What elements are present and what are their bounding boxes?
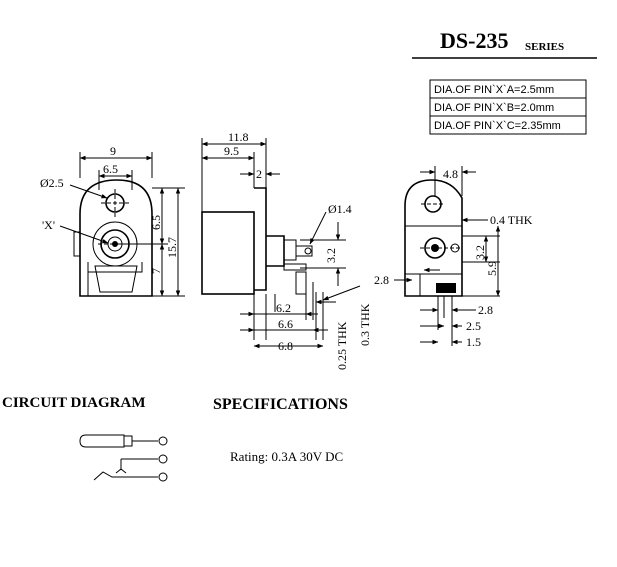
pin-table: DIA.OF PIN`X`A=2.5mm DIA.OF PIN`X`B=2.0m… (429, 79, 587, 135)
pin-table-row: DIA.OF PIN`X`C=2.35mm (434, 120, 561, 132)
dim-4-8: 4.8 (443, 167, 458, 181)
model-title: DS-235 (440, 28, 508, 53)
circuit-symbol (79, 434, 168, 482)
side-view: 11.8 9.5 2 Ø1.4 3.2 6.2 6.6 6.8 0.25 THK… (201, 130, 372, 370)
dim-2-8-left: 2.8 (374, 273, 389, 287)
pin-table-row: DIA.OF PIN`X`A=2.5mm (434, 84, 554, 96)
pin-x-label: 'X' (42, 218, 55, 232)
dim-pin-height: 3.2 (324, 248, 338, 263)
circuit-diagram-heading: CIRCUIT DIAGRAM (2, 395, 145, 411)
specifications-heading: SPECIFICATIONS (213, 396, 348, 413)
front-view: 9 6.5 Ø2.5 'X' 6.5 7 15.7 (40, 144, 185, 297)
dim-total-len: 11.8 (228, 130, 249, 144)
dim-6-2: 6.2 (276, 301, 291, 315)
dim-width: 9 (110, 144, 116, 158)
series-label: SERIES (525, 41, 564, 53)
thk-03: 0.3 THK (358, 303, 372, 346)
dim-total: 15.7 (165, 237, 179, 258)
dim-hole-dia: Ø2.5 (40, 176, 64, 190)
dim-pin-dia: Ø1.4 (328, 202, 352, 216)
dim-3-2: 3.2 (473, 245, 487, 260)
dim-hole-span: 6.5 (103, 162, 118, 176)
thk-04: 0.4 THK (490, 213, 533, 227)
dim-flange: 2 (256, 167, 262, 181)
dim-5-9: 5.9 (485, 261, 499, 276)
dim-2-8-right: 2.8 (478, 303, 493, 317)
rating-text: Rating: 0.3A 30V DC (230, 449, 343, 464)
dim-upper: 6.5 (149, 215, 163, 230)
pin-table-row: DIA.OF PIN`X`B=2.0mm (434, 102, 554, 114)
dim-6-8: 6.8 (278, 339, 293, 353)
thk-025: 0.25 THK (335, 321, 349, 370)
rear-view: 4.8 0.4 THK 2.8 3.2 5.9 2.8 2.5 1.5 (374, 166, 533, 349)
dim-1-5: 1.5 (466, 335, 481, 349)
dim-body-len: 9.5 (224, 144, 239, 158)
dim-6-6: 6.6 (278, 317, 293, 331)
dim-2-5: 2.5 (466, 319, 481, 333)
dim-lower: 7 (149, 268, 163, 274)
